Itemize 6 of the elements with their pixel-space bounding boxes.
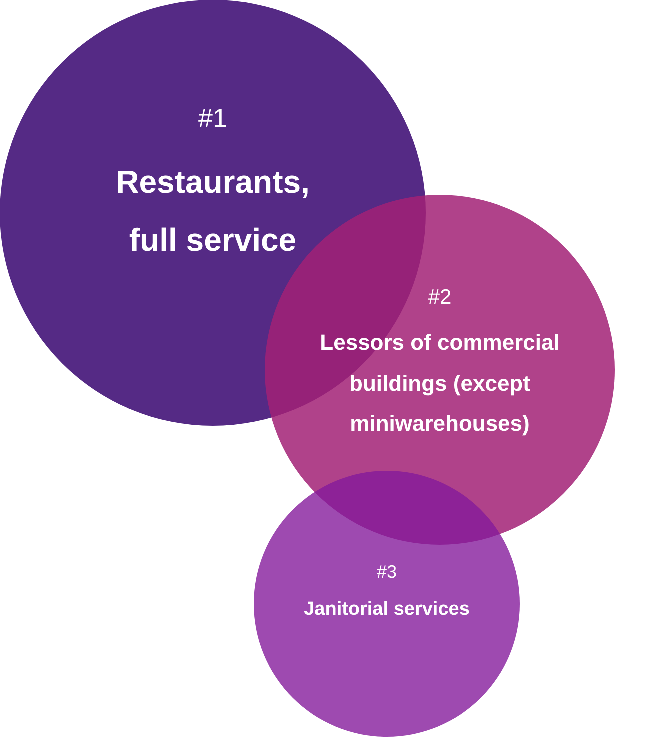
rank-number: #1 bbox=[198, 103, 228, 133]
rank-number: #2 bbox=[428, 285, 452, 311]
rank-number: #3 bbox=[376, 561, 398, 583]
category-label: Janitorial services bbox=[304, 598, 470, 622]
category-label: Restaurants, full service bbox=[115, 163, 311, 260]
category-label: Lessors of commercial buildings (except miniwarehouses) bbox=[319, 329, 561, 438]
